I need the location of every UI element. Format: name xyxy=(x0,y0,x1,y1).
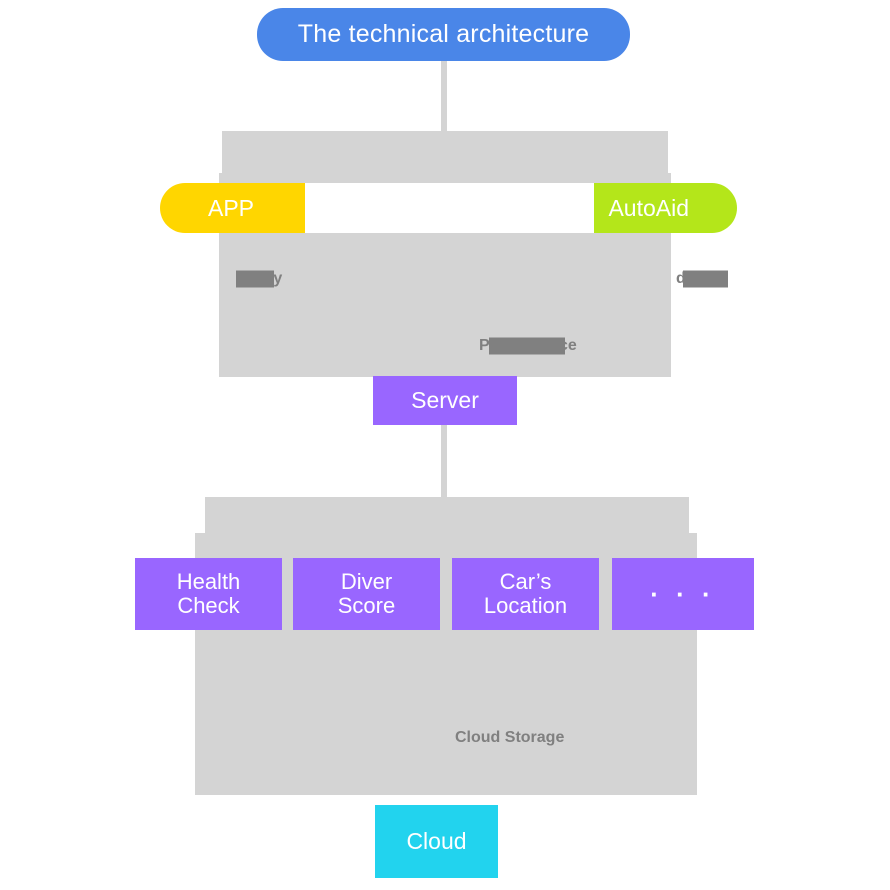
service-node-health-check[interactable]: Health Check xyxy=(135,558,282,630)
service-label-line1: Car’s xyxy=(499,569,552,595)
service-node-cars-location-label: Car’s Location xyxy=(484,570,567,618)
client-caption-center-text: Performance xyxy=(479,337,577,354)
service-label-line1: Diver xyxy=(340,569,393,595)
service-label-line1: Health xyxy=(176,569,241,595)
cloud-storage-label: Cloud Storage xyxy=(455,729,565,746)
server-node-label: Server xyxy=(411,387,479,414)
service-panel-top xyxy=(205,497,689,533)
client-caption-left-text: Query xyxy=(236,270,283,287)
service-node-health-check-label: Health Check xyxy=(177,570,241,618)
title-banner: The technical architecture xyxy=(257,8,630,61)
connector-server-to-services xyxy=(441,425,447,497)
client-caption-right-text: d xyxy=(676,270,728,288)
cloud-node[interactable]: Cloud xyxy=(375,805,498,878)
service-label-line2: Score xyxy=(337,593,396,618)
app-node[interactable]: APP xyxy=(160,183,305,233)
autoaid-node-label: AutoAid xyxy=(608,194,689,221)
autoaid-node[interactable]: AutoAid xyxy=(594,183,737,233)
client-pill-gap xyxy=(290,183,610,233)
connector-title-to-client xyxy=(441,61,447,131)
service-label-line2: Check xyxy=(177,593,240,618)
server-node[interactable]: Server xyxy=(373,376,517,425)
service-node-cars-location[interactable]: Car’s Location xyxy=(452,558,599,630)
cloud-node-label: Cloud xyxy=(406,828,467,854)
client-caption-left: Query xyxy=(236,268,282,290)
service-node-diver-score[interactable]: Diver Score xyxy=(293,558,440,630)
client-caption-center: Performance xyxy=(479,335,577,357)
app-node-label: APP xyxy=(208,194,255,221)
service-node-more[interactable]: · · · xyxy=(612,558,754,630)
service-label-line2: Location xyxy=(483,593,568,618)
client-caption-right: d xyxy=(676,268,728,290)
service-node-diver-score-label: Diver Score xyxy=(338,570,395,618)
client-panel-top xyxy=(222,131,668,173)
service-node-more-label: · · · xyxy=(650,578,716,609)
